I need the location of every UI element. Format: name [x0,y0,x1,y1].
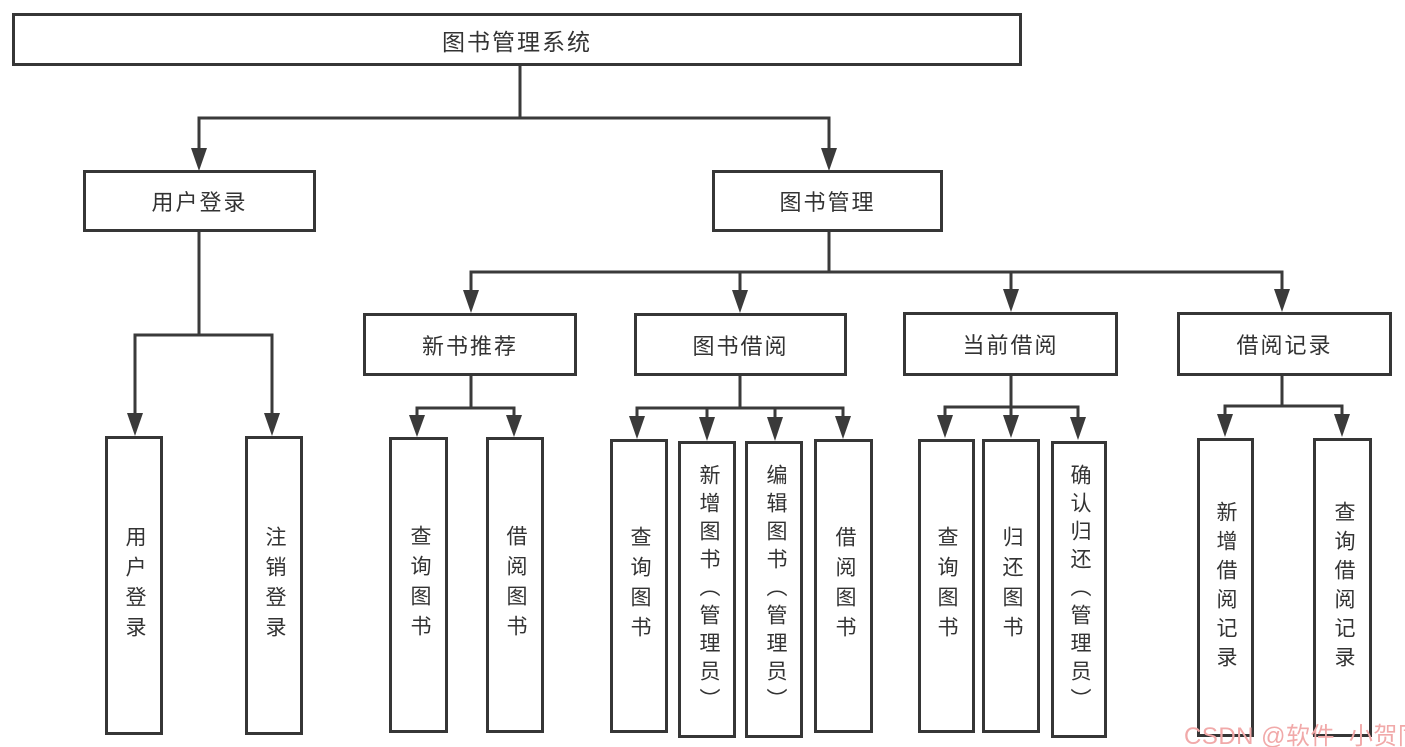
node-label: 图书管理 [779,190,876,215]
edge-book-borrow-to-leaves [629,376,851,441]
edge-borrow-records-to-leaves [1217,376,1350,437]
edge-current-borrow-to-leaves [937,376,1086,440]
leaf-borrow-books-recommend: 借阅图书 [486,437,544,733]
leaf-query-books-recommend: 查询图书 [389,437,448,733]
leaf-add-books-admin: 新增图书（管理员） [678,441,736,738]
node-label: 图书借阅 [692,333,789,359]
leaf-confirm-return-admin: 确认归还（管理员） [1051,441,1107,738]
leaf-borrow-books: 借阅图书 [814,439,873,733]
node-book-borrow: 图书借阅 [634,313,847,376]
leaf-edit-books-admin: 编辑图书（管理员） [745,441,803,738]
node-label: 新书推荐 [421,333,518,359]
edge-new-book-recommend-to-leaves [409,376,522,437]
node-label: 图书管理系统 [442,28,592,55]
node-user-login: 用户登录 [83,170,316,232]
leaf-return-books: 归还图书 [982,439,1040,733]
leaf-query-books-current: 查询图书 [918,439,975,733]
node-library-management-system: 图书管理系统 [12,13,1022,66]
node-current-borrow: 当前借阅 [903,312,1118,376]
leaf-logout-login: 注销登录 [245,436,303,735]
node-borrow-records: 借阅记录 [1177,312,1392,376]
node-label: 当前借阅 [962,333,1059,358]
leaf-add-borrow-record: 新增借阅记录 [1197,438,1254,737]
node-label: 借阅记录 [1236,333,1333,358]
edge-root-to-level1 [191,65,837,171]
node-new-book-recommend: 新书推荐 [363,313,577,376]
edge-book-management-to-level2 [463,232,1290,313]
node-label: 用户登录 [151,190,248,215]
leaf-query-books-borrow: 查询图书 [610,439,668,733]
node-book-management: 图书管理 [712,170,943,232]
csdn-watermark: CSDN @软件_小贺同学 [1184,723,1405,747]
leaf-query-borrow-record: 查询借阅记录 [1313,438,1372,737]
leaf-user-login: 用户登录 [105,436,163,735]
edge-user-login-to-leaves [127,232,280,436]
